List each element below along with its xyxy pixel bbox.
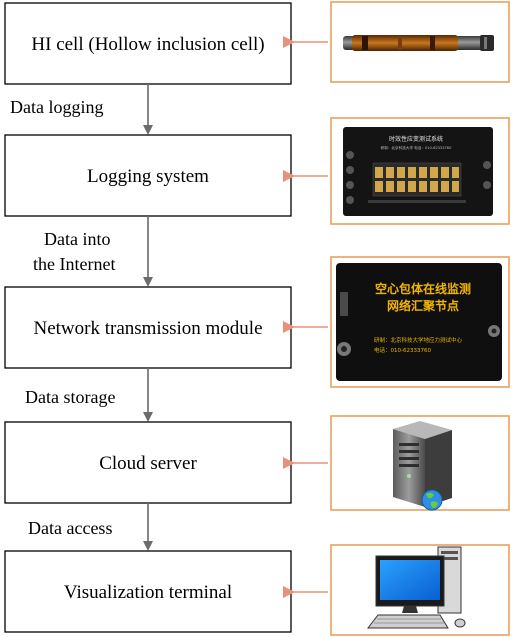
side-connector-icon — [346, 151, 491, 204]
step-box-1: HI cell (Hollow inclusion cell) — [4, 2, 292, 85]
step-box-4: Cloud server — [4, 421, 292, 504]
step-label: Visualization terminal — [64, 582, 232, 603]
connector-label: Data into — [44, 229, 110, 249]
device-subtitle: 电话：010-62333760 — [374, 346, 431, 354]
step-box-3: Network transmission module — [4, 286, 292, 369]
network-module-device-photo: 空心包体在线监测 网络汇聚节点 研制：北京科技大学地应力测试中心 电话：010-… — [330, 256, 510, 388]
device-title: 空心包体在线监测 — [375, 281, 471, 296]
connector-label: Data storage — [25, 387, 115, 407]
globe-icon — [421, 489, 443, 511]
device-subtitle: 研制：北京科技大学 电话：010-62333760 — [381, 145, 452, 150]
device-title: 网络汇聚节点 — [387, 298, 459, 313]
desktop-computer-icon — [330, 544, 510, 636]
step-label: Cloud server — [99, 453, 197, 474]
connector-label: the Internet — [33, 254, 115, 274]
step-box-2: Logging system — [4, 134, 292, 217]
server-computer-icon — [330, 415, 510, 511]
antenna-connector-icon — [337, 292, 500, 356]
connector-label: Data logging — [10, 97, 103, 117]
step-label: Network transmission module — [33, 318, 262, 339]
hollow-inclusion-cell-photo — [330, 1, 510, 83]
connector-label: Data access — [28, 518, 112, 538]
step-label: Logging system — [87, 166, 209, 187]
device-subtitle: 研制：北京科技大学地应力测试中心 — [374, 336, 463, 344]
device-title: 时效性应变测试系统 — [389, 135, 443, 143]
step-box-5: Visualization terminal — [4, 550, 292, 633]
step-label: HI cell (Hollow inclusion cell) — [31, 34, 264, 55]
logging-system-device-photo: 时效性应变测试系统 研制：北京科技大学 电话：010-62333760 — [330, 117, 510, 225]
